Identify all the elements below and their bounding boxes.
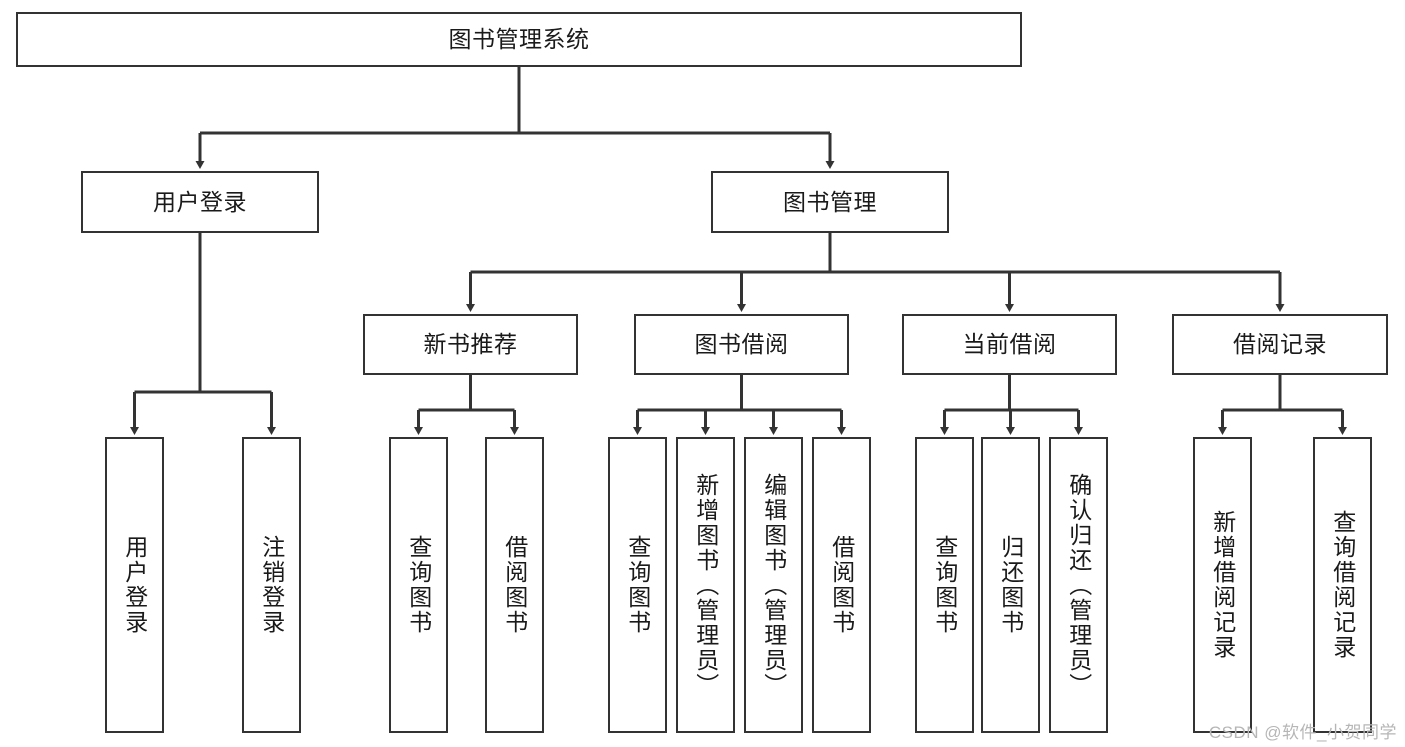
node-label: 图书管理 [783,188,877,215]
node-newbook[interactable]: 新书推荐 [363,314,578,375]
node-label: 新增图书（管理员） [692,472,719,698]
node-borrow[interactable]: 图书借阅 [634,314,849,375]
node-leaf-user-logout[interactable]: 注销登录 [242,437,301,733]
node-leaf-rec-add[interactable]: 新增借阅记录 [1193,437,1252,733]
node-leaf-br-query[interactable]: 查询图书 [608,437,667,733]
node-records[interactable]: 借阅记录 [1172,314,1388,375]
node-label: 用户登录 [121,535,148,635]
node-leaf-new-borrow[interactable]: 借阅图书 [485,437,544,733]
node-label: 归还图书 [997,535,1024,635]
node-label: 查询借阅记录 [1329,510,1356,660]
node-label: 新书推荐 [423,331,518,358]
node-label: 查询图书 [931,535,958,635]
node-label: 用户登录 [153,188,247,215]
node-label: 注销登录 [258,535,285,635]
watermark-text: CSDN @软件_小贺同学 [1208,723,1397,742]
node-label: 确认归还（管理员） [1065,472,1092,698]
node-label: 借阅记录 [1233,331,1327,358]
node-label: 查询图书 [624,535,651,635]
node-label: 新增借阅记录 [1209,510,1236,660]
node-label: 图书借阅 [694,331,789,358]
node-root[interactable]: 图书管理系统 [16,12,1022,67]
node-label: 当前借阅 [962,331,1057,358]
node-leaf-cur-confirm[interactable]: 确认归还（管理员） [1049,437,1108,733]
node-leaf-br-add[interactable]: 新增图书（管理员） [676,437,735,733]
node-login[interactable]: 用户登录 [81,171,319,233]
node-leaf-cur-query[interactable]: 查询图书 [915,437,974,733]
node-label: 查询图书 [405,535,432,635]
node-label: 图书管理系统 [448,26,590,53]
node-leaf-br-borrow[interactable]: 借阅图书 [812,437,871,733]
node-leaf-user-login[interactable]: 用户登录 [105,437,164,733]
node-leaf-new-query[interactable]: 查询图书 [389,437,448,733]
node-leaf-rec-query[interactable]: 查询借阅记录 [1313,437,1372,733]
node-leaf-cur-return[interactable]: 归还图书 [981,437,1040,733]
node-bookmgmt[interactable]: 图书管理 [711,171,949,233]
node-leaf-br-edit[interactable]: 编辑图书（管理员） [744,437,803,733]
node-label: 借阅图书 [828,535,855,635]
node-label: 编辑图书（管理员） [760,472,787,698]
node-label: 借阅图书 [501,535,528,635]
node-current[interactable]: 当前借阅 [902,314,1117,375]
